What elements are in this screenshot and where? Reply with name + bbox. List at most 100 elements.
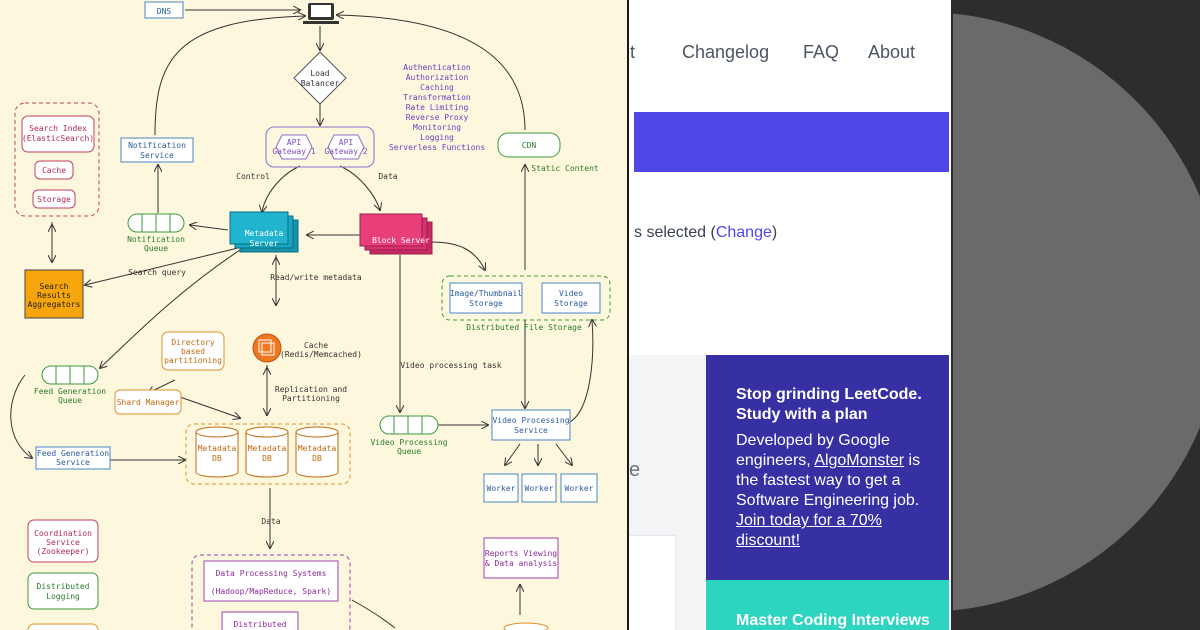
svg-text:Gateway 2: Gateway 2 xyxy=(324,147,368,156)
svg-text:Service: Service xyxy=(514,426,548,435)
hero-banner xyxy=(634,112,949,172)
svg-text:Queue: Queue xyxy=(397,447,421,456)
svg-text:& Data analysis: & Data analysis xyxy=(485,559,557,568)
svg-text:Queue: Queue xyxy=(58,396,82,405)
nav-item-partial[interactable]: et xyxy=(629,42,636,62)
video-processing-queue-label: Video Processing xyxy=(370,438,447,447)
svg-text:(Redis/Memcached): (Redis/Memcached) xyxy=(280,350,362,359)
cache-redis-label: Cache xyxy=(304,341,328,350)
svg-text:(Hadoop/MapReduce, Spark): (Hadoop/MapReduce, Spark) xyxy=(211,587,331,596)
content-card-inner xyxy=(629,535,676,630)
promo-card-algomonster[interactable]: Stop grinding LeetCode. Study with a pla… xyxy=(706,355,949,580)
nav-item-changelog[interactable]: Changelog xyxy=(682,42,770,62)
dns-label: DNS xyxy=(157,7,172,16)
data-down-label: Data xyxy=(261,517,280,526)
notification-service-label: Notification xyxy=(128,141,186,150)
svg-text:partitioning: partitioning xyxy=(164,356,222,365)
svg-text:Storage: Storage xyxy=(469,299,503,308)
worker-2: Worker xyxy=(525,484,554,493)
selection-status: s selected (Change) xyxy=(634,224,778,241)
content-card xyxy=(629,355,706,630)
svg-text:Caching: Caching xyxy=(420,83,454,92)
svg-text:Reverse Proxy: Reverse Proxy xyxy=(406,113,469,122)
dark-background xyxy=(953,0,1200,630)
promo-heading: Stop grinding LeetCode. Study with a pla… xyxy=(736,386,922,423)
svg-text:Results: Results xyxy=(37,291,71,300)
worker-3: Worker xyxy=(565,484,594,493)
directory-partitioning-label: Directory xyxy=(171,338,215,347)
distributed-bottom-label: Distributed xyxy=(234,620,287,629)
storage-label: Storage xyxy=(37,195,71,204)
svg-text:Authorization: Authorization xyxy=(406,73,469,82)
svg-text:Rate Limiting: Rate Limiting xyxy=(406,103,469,112)
promo2-heading: Master Coding Interviews xyxy=(736,612,930,629)
feed-generation-queue-label: Feed Generation xyxy=(34,387,106,396)
svg-text:Serverless Functions: Serverless Functions xyxy=(389,143,486,152)
svg-text:Service: Service xyxy=(46,538,80,547)
metadata-server-label: Metadata xyxy=(245,229,284,238)
metadata-db-1: Metadata xyxy=(198,444,237,453)
svg-text:Transformation: Transformation xyxy=(403,93,471,102)
cdn-label: CDN xyxy=(522,141,537,150)
svg-text:based: based xyxy=(181,347,205,356)
worker-1: Worker xyxy=(487,484,516,493)
data-processing-systems-label: Data Processing Systems xyxy=(216,569,327,578)
join-discount-link[interactable]: Join today for a 70% discount! xyxy=(736,512,882,549)
replication-partitioning-label: Replication and xyxy=(275,385,347,394)
search-results-aggregators-label: Search xyxy=(40,282,69,291)
svg-text:Service: Service xyxy=(56,458,90,467)
webpage-panel: et Changelog FAQ About s selected (Chang… xyxy=(629,0,951,630)
image-thumbnail-storage-label: Image/Thumbnail xyxy=(450,289,522,298)
block-server-label: Block Server xyxy=(372,236,430,245)
diagram-canvas: DNS Load Balancer API Gateway 1 API Gate… xyxy=(10,1,611,630)
partial-letter: e xyxy=(629,459,641,481)
svg-text:Logging: Logging xyxy=(420,133,454,142)
read-write-metadata-label: Read/write metadata xyxy=(270,273,362,282)
search-index-label: Search Index xyxy=(29,124,87,133)
gateway-feature-list: Authentication Authorization Caching Tra… xyxy=(389,63,486,152)
nav-item-about[interactable]: About xyxy=(868,42,916,62)
svg-text:(ElasticSearch): (ElasticSearch) xyxy=(22,134,94,143)
api-gateway-2: API xyxy=(339,138,354,147)
search-query-label: Search query xyxy=(128,268,186,277)
svg-text:Queue: Queue xyxy=(144,244,168,253)
distributed-file-storage-label: Distributed File Storage xyxy=(466,323,582,332)
top-nav: et Changelog FAQ About xyxy=(629,42,951,68)
load-balancer-label: Load xyxy=(310,69,329,78)
notification-queue-label: Notification xyxy=(127,235,185,244)
svg-text:Gateway 1: Gateway 1 xyxy=(272,147,316,156)
metadata-db-3: Metadata xyxy=(298,444,337,453)
cache-label: Cache xyxy=(42,166,66,175)
svg-text:(Zookeeper): (Zookeeper) xyxy=(37,547,90,556)
feed-generation-service-label: Feed Generation xyxy=(37,449,109,458)
svg-text:Aggregators: Aggregators xyxy=(28,300,81,309)
svg-text:Storage: Storage xyxy=(554,299,588,308)
svg-text:Authentication: Authentication xyxy=(403,63,471,72)
distributed-logging-label: Distributed xyxy=(37,582,90,591)
static-content-label: Static Content xyxy=(531,164,599,173)
change-link[interactable]: Change xyxy=(715,224,772,241)
svg-text:DB: DB xyxy=(262,454,272,463)
video-processing-task-label: Video processing task xyxy=(400,361,501,370)
metadata-db-2: Metadata xyxy=(248,444,287,453)
svg-text:DB: DB xyxy=(212,454,222,463)
reports-viewing-label: Reports Viewing xyxy=(485,549,557,558)
nav-item-faq[interactable]: FAQ xyxy=(803,42,840,62)
svg-text:Monitoring: Monitoring xyxy=(413,123,461,132)
svg-text:Balancer: Balancer xyxy=(301,79,340,88)
gray-circle xyxy=(953,12,1200,612)
svg-text:Server: Server xyxy=(250,239,279,248)
api-gateway-1: API xyxy=(287,138,302,147)
shard-manager-label: Shard Manager xyxy=(117,398,180,407)
video-storage-label: Video xyxy=(559,289,583,298)
svg-text:Service: Service xyxy=(140,151,174,160)
coordination-service-label: Coordination xyxy=(34,529,92,538)
promo-body: Developed by Google engineers, AlgoMonst… xyxy=(736,432,921,549)
algomonster-link[interactable]: AlgoMonster xyxy=(814,452,905,469)
data-label: Data xyxy=(378,172,397,181)
control-label: Control xyxy=(236,172,270,181)
promo-card-master-coding[interactable]: Master Coding Interviews xyxy=(706,580,949,630)
client-monitor-icon xyxy=(303,3,339,24)
svg-text:DB: DB xyxy=(312,454,322,463)
svg-text:Partitioning: Partitioning xyxy=(282,394,340,403)
